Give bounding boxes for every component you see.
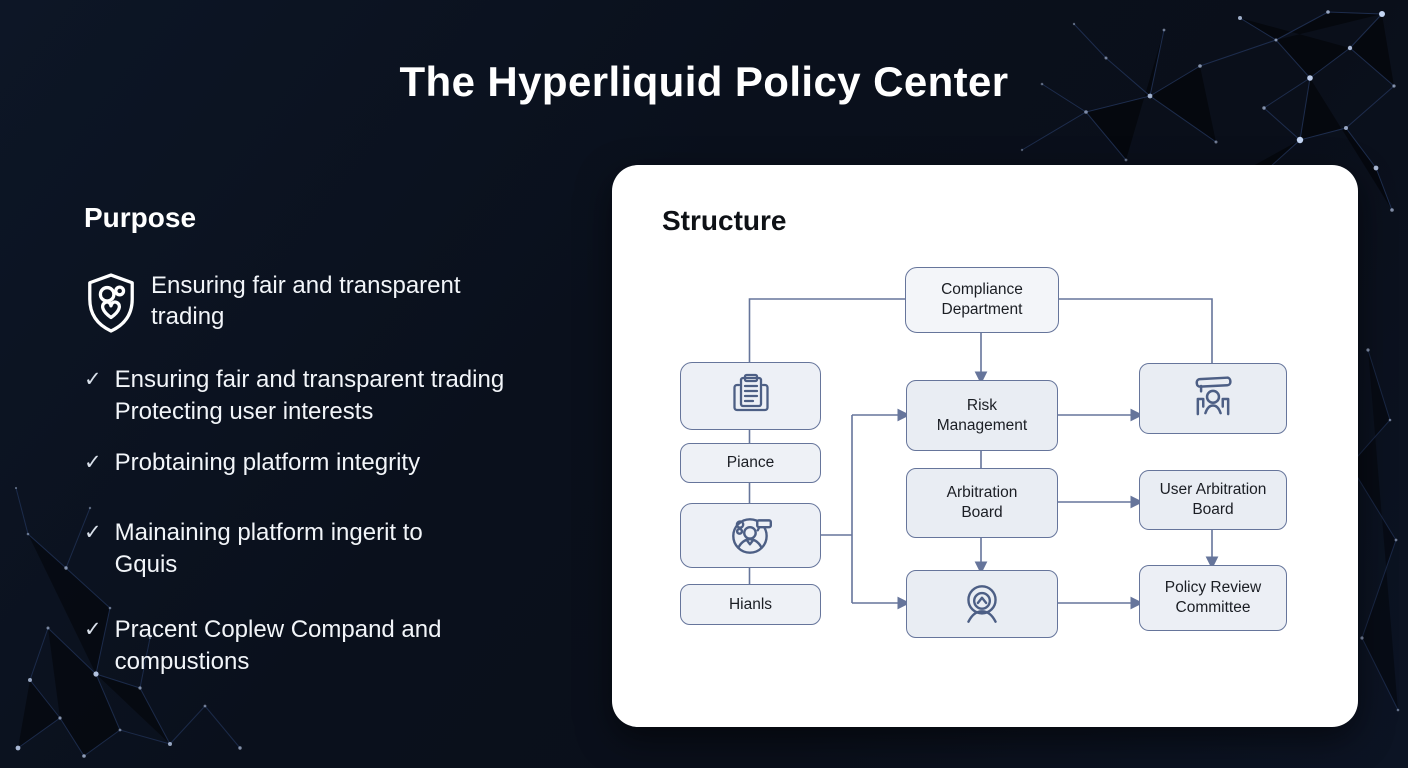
item-line: Mainaining platform ingerit to (114, 519, 423, 546)
person-avatar-icon (967, 585, 997, 623)
item-line: Protecting user interests (114, 398, 374, 425)
purpose-lead-line2: trading (151, 303, 225, 330)
node-label: Committee (1175, 599, 1251, 616)
node-label: Board (1192, 501, 1234, 518)
node-label: Compliance (941, 281, 1023, 299)
check-icon: ✓ (84, 368, 102, 391)
node-service-desk (1139, 363, 1287, 434)
purpose-lead-line1: Ensuring fair and transparent (151, 272, 461, 299)
node-label: Management (936, 416, 1028, 434)
node-risk-management: Risk Management (906, 380, 1058, 451)
page-title: The Hyperliquid Policy Center (399, 58, 1009, 105)
node-arbitration-board: Arbitration Board (906, 468, 1058, 538)
checklist-item: ✓ Mainaining platform ingerit to Gquis (84, 517, 584, 581)
check-icon: ✓ (84, 451, 102, 474)
item-line: Ensuring fair and transparent trading (114, 366, 505, 393)
org-chart: Compliance Department Piance (612, 165, 1358, 727)
node-label: Department (941, 301, 1023, 318)
check-icon: ✓ (84, 618, 102, 641)
checklist-item: ✓ Probtaining platform integrity (84, 447, 584, 479)
structure-heading: Structure (662, 205, 787, 236)
item-line: compustions (114, 648, 250, 675)
node-compliance-department: Compliance Department (905, 267, 1059, 333)
node-label: User Arbitration (1159, 481, 1267, 499)
node-hianls: Hianls (680, 584, 821, 625)
node-label: Piance (726, 454, 775, 472)
node-policy-review-committee: Policy Review Committee (1139, 565, 1287, 631)
item-line: Pracent Coplew Compand and (114, 616, 442, 643)
documents-icon (732, 373, 769, 412)
node-label: Risk (966, 396, 998, 414)
node-label: Hianls (728, 595, 773, 613)
purpose-lead-text: Ensuring fair and transparent trading (151, 270, 461, 332)
purpose-section: Purpose Ensuring fair and transparent tra… (84, 202, 584, 678)
purpose-lead: Ensuring fair and transparent trading (84, 270, 584, 334)
node-documents (680, 362, 821, 430)
node-user-arbitration-board: User Arbitration Board (1139, 470, 1287, 530)
shield-face-icon (88, 273, 134, 333)
item-line: Probtaining platform integrity (114, 449, 421, 476)
support-agent-icon (731, 517, 772, 554)
structure-card: Structure (612, 165, 1358, 727)
node-piance: Piance (680, 443, 821, 483)
node-person-avatar (906, 570, 1058, 638)
checklist-item-text: Pracent Coplew Compand and compustions (115, 614, 442, 678)
purpose-heading: Purpose (84, 202, 197, 233)
check-icon: ✓ (84, 521, 102, 544)
checklist-item-text: Probtaining platform integrity (115, 447, 420, 479)
checklist-item-text: Mainaining platform ingerit to Gquis (115, 517, 423, 581)
service-desk-icon (1195, 375, 1232, 415)
checklist-item: ✓ Pracent Coplew Compand and compustions (84, 614, 584, 678)
node-label: Arbitration (946, 484, 1018, 502)
node-support-agent (680, 503, 821, 568)
node-label: Policy Review (1164, 579, 1262, 597)
node-label: Board (961, 504, 1003, 521)
item-line: Gquis (114, 551, 178, 578)
